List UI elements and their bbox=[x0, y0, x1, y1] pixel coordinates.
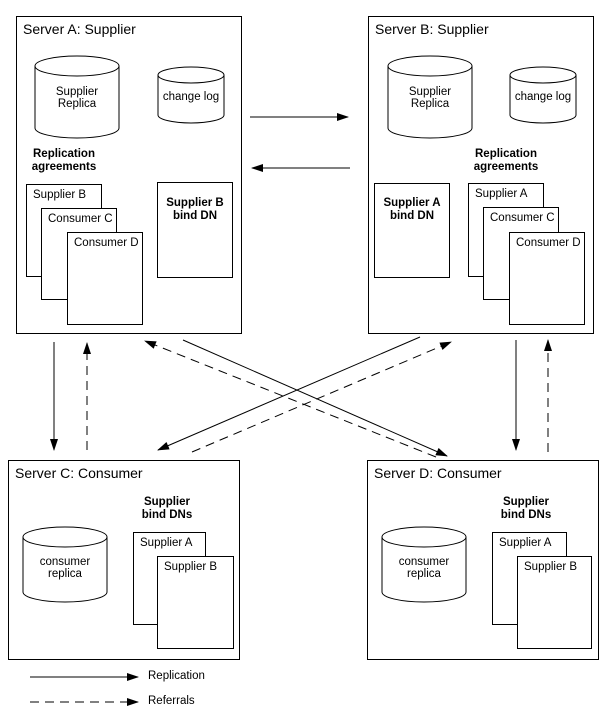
server-a-replica-label: Supplier Replica bbox=[47, 86, 107, 110]
server-d-bind-dn-supplier-b: Supplier B bbox=[517, 556, 592, 649]
server-b-replica-line1: Supplier bbox=[408, 86, 452, 98]
server-a-bind-dn-label: Supplier B bind DN bbox=[157, 197, 233, 223]
server-b-bind-dn-line1: Supplier A bbox=[383, 197, 441, 209]
server-c-replica-line2: replica bbox=[48, 568, 82, 580]
server-b-replica-cylinder-icon bbox=[387, 55, 473, 139]
server-c-bind-dn-supplier-b: Supplier B bbox=[157, 556, 234, 649]
server-b-agreements-heading-line2: agreements bbox=[473, 161, 539, 173]
server-b-replica-label: Supplier Replica bbox=[400, 86, 460, 110]
server-c-replica-label: consumer replica bbox=[23, 556, 107, 580]
legend-replication-label: Replication bbox=[148, 670, 205, 682]
server-d-replica-line2: replica bbox=[407, 568, 441, 580]
server-d-bind-heading-line1: Supplier bbox=[502, 496, 549, 508]
legend-referrals-label: Referrals bbox=[148, 695, 195, 707]
replication-arrow-a-to-d bbox=[182, 339, 448, 457]
server-b-changelog-label: change log bbox=[514, 91, 572, 103]
server-a-replica-cylinder-icon bbox=[34, 55, 120, 139]
server-b-changelog-cylinder-icon bbox=[509, 66, 577, 124]
server-b-bind-dn-label: Supplier A bind DN bbox=[374, 197, 450, 223]
server-a-changelog-label: change log bbox=[162, 91, 220, 103]
replication-arrow-b-to-c bbox=[157, 336, 421, 451]
server-b-agreements-heading: Replication agreements bbox=[464, 148, 548, 174]
server-a-bind-dn-line1: Supplier B bbox=[166, 197, 224, 209]
server-a-title: Server A: Supplier bbox=[23, 21, 136, 37]
server-d-bind-heading-line2: bind DNs bbox=[500, 509, 552, 521]
server-a-agreements-heading-line2: agreements bbox=[31, 161, 97, 173]
server-c-replica-cylinder-icon bbox=[22, 526, 108, 603]
server-b-agreement-consumer-d: Consumer D bbox=[509, 232, 585, 325]
server-a-agreements-heading: Replication agreements bbox=[22, 148, 106, 174]
server-d-bind-heading: Supplier bind DNs bbox=[486, 496, 566, 522]
server-c-bind-heading-line1: Supplier bbox=[143, 496, 190, 508]
server-c-title: Server C: Consumer bbox=[15, 465, 143, 481]
server-b-bind-dn-doc bbox=[374, 183, 450, 278]
server-a-agreement-consumer-d: Consumer D bbox=[67, 232, 143, 325]
referral-arrow-c-to-b bbox=[191, 341, 452, 453]
server-a-replica-line1: Supplier bbox=[55, 86, 99, 98]
server-a-agreements-heading-line1: Replication bbox=[33, 148, 95, 160]
server-c-bind-heading: Supplier bind DNs bbox=[127, 496, 207, 522]
server-d-title: Server D: Consumer bbox=[374, 465, 502, 481]
server-d-replica-line1: consumer bbox=[398, 556, 450, 568]
server-c-replica-line1: consumer bbox=[39, 556, 91, 568]
server-a-replica-line2: Replica bbox=[57, 98, 97, 110]
server-b-replica-line2: Replica bbox=[410, 98, 450, 110]
server-b-agreements-heading-line1: Replication bbox=[475, 148, 537, 160]
server-a-changelog-cylinder-icon bbox=[157, 66, 225, 124]
server-b-bind-dn-line2: bind DN bbox=[389, 210, 435, 222]
server-a-bind-dn-line2: bind DN bbox=[172, 210, 218, 222]
server-d-replica-cylinder-icon bbox=[381, 526, 467, 603]
server-c-bind-heading-line2: bind DNs bbox=[141, 509, 193, 521]
referral-arrow-d-to-a bbox=[144, 340, 437, 458]
server-b-title: Server B: Supplier bbox=[375, 21, 489, 37]
server-a-bind-dn-doc bbox=[157, 182, 233, 278]
server-d-replica-label: consumer replica bbox=[382, 556, 466, 580]
